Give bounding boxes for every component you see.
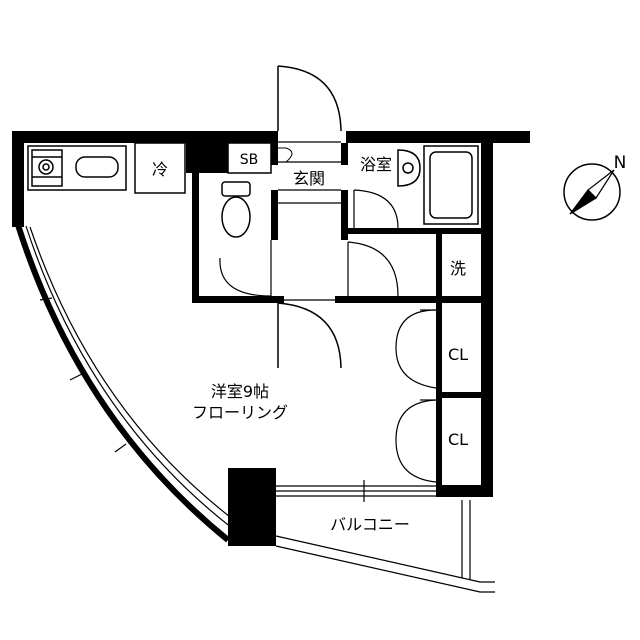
- closet-lower-label: CL: [448, 430, 468, 449]
- toilet: [221, 181, 251, 238]
- closet-doors: [395, 309, 437, 483]
- toilet-door-swing: [219, 240, 272, 297]
- bath-door-swing: [353, 189, 399, 229]
- curved-window-inner: [25, 225, 233, 529]
- bathtub: [423, 145, 479, 225]
- balcony-window: [276, 480, 436, 502]
- shoe-box: [227, 142, 272, 174]
- curved-exterior-wall: [15, 224, 230, 543]
- hall-door: [277, 302, 342, 369]
- closet-upper-label: CL: [448, 345, 468, 364]
- refrigerator-label: 冷: [152, 160, 168, 179]
- refrigerator-box: [134, 142, 186, 194]
- curved-window-outer: [29, 226, 235, 521]
- entrance-step: [278, 141, 341, 204]
- kitchen-counter: [27, 145, 127, 191]
- shoe-box-label: SB: [240, 152, 259, 168]
- entrance-door: [277, 65, 342, 132]
- washer-label: 洗: [450, 259, 466, 278]
- shoe-box-door: [271, 147, 293, 163]
- interior-walls: [192, 143, 481, 493]
- balcony-outline: [275, 500, 495, 593]
- washroom-door-swing: [347, 241, 399, 297]
- compass-north-label: N: [614, 153, 627, 173]
- sink: [397, 149, 421, 187]
- entrance-label: 玄関: [293, 169, 325, 188]
- curved-window-ticks: [39, 297, 127, 453]
- western-room-label: 洋室9帖: [211, 382, 269, 401]
- south-arrow-icon: [569, 189, 597, 215]
- compass: [563, 163, 621, 221]
- balcony-label: バルコニー: [330, 515, 410, 534]
- flooring-label: フローリング: [192, 403, 288, 422]
- bathroom-label: 浴室: [360, 155, 392, 174]
- exterior-walls: [12, 131, 530, 546]
